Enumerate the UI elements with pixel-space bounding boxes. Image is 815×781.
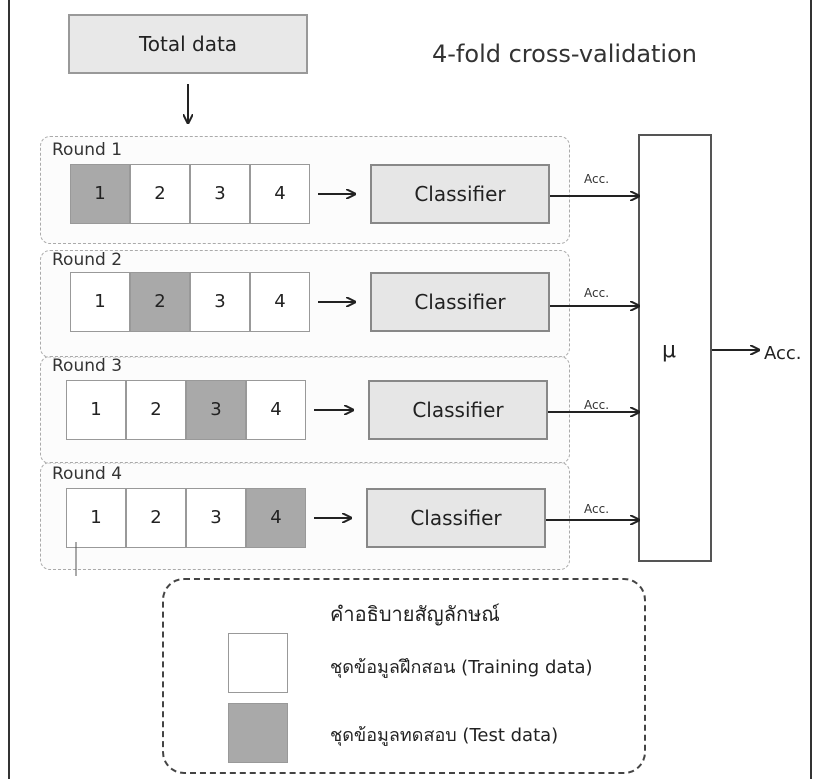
legend-box <box>162 578 646 774</box>
round-3-acc-label: Acc. <box>584 398 610 412</box>
round-1-classifier: Classifier <box>370 164 550 224</box>
round-2-fold-1: 1 <box>70 272 130 332</box>
legend-title: คำอธิบายสัญลักษณ์ <box>330 602 500 626</box>
training-data-label: ชุดข้อมูลฝึกสอน (Training data) <box>330 657 593 678</box>
round-4-fold-1: 1 <box>66 488 126 548</box>
round-4-fold-4: 4 <box>246 488 306 548</box>
round-4-classifier: Classifier <box>366 488 546 548</box>
round-1-acc-label: Acc. <box>584 172 610 186</box>
round-2-fold-3: 3 <box>190 272 250 332</box>
round-2-acc-label: Acc. <box>584 286 610 300</box>
round-3-classifier: Classifier <box>368 380 548 440</box>
round-4-acc-label: Acc. <box>584 502 610 516</box>
round-3-fold-2: 2 <box>126 380 186 440</box>
round-3-fold-1: 1 <box>66 380 126 440</box>
round-2-fold-2: 2 <box>130 272 190 332</box>
round-4-fold-3: 3 <box>186 488 246 548</box>
round-1-fold-3: 3 <box>190 164 250 224</box>
total-data-box: Total data <box>68 14 308 74</box>
round-1-fold-2: 2 <box>130 164 190 224</box>
test-data-label: ชุดข้อมูลทดสอบ (Test data) <box>330 725 559 746</box>
round-4-label: Round 4 <box>52 464 123 484</box>
round-2-fold-4: 4 <box>250 272 310 332</box>
round-2-classifier: Classifier <box>370 272 550 332</box>
final-acc-label: Acc. <box>764 343 802 364</box>
round-1-fold-1: 1 <box>70 164 130 224</box>
outer-frame <box>8 0 812 779</box>
training-data-swatch <box>228 633 288 693</box>
mean-aggregator-box <box>638 134 712 562</box>
round-3-label: Round 3 <box>52 356 123 376</box>
round-1-label: Round 1 <box>52 140 123 160</box>
round-3-fold-3: 3 <box>186 380 246 440</box>
diagram-heading: 4-fold cross-validation <box>432 40 697 68</box>
round-2-label: Round 2 <box>52 250 123 270</box>
test-data-swatch <box>228 703 288 763</box>
round-4-fold-2: 2 <box>126 488 186 548</box>
mean-symbol: μ <box>662 338 676 363</box>
round-1-fold-4: 4 <box>250 164 310 224</box>
round-3-fold-4: 4 <box>246 380 306 440</box>
